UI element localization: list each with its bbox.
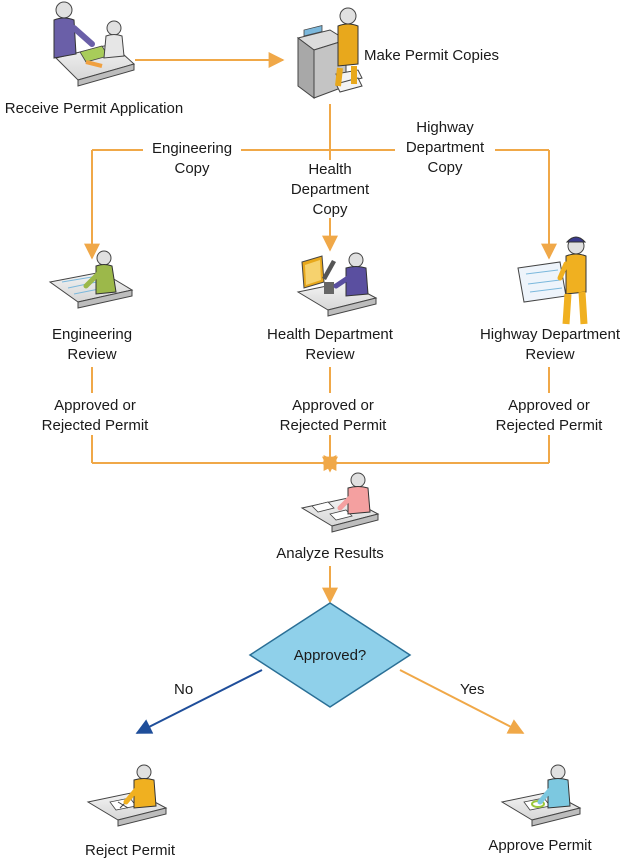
node-label-reject-permit: Reject Permit [84,842,176,859]
arrow-decision-no [135,669,263,734]
node-label-analyze-results: Analyze Results [276,545,384,562]
decision-diamond [248,602,412,708]
approve-desk-icon [500,764,582,827]
node-label-receive-permit-application: Receive Permit Application [4,100,184,117]
microscope-desk-icon [296,252,378,317]
analyst-desk-icon [300,472,380,533]
edge-label-no: No [174,681,194,698]
blueprint-worker-icon [517,236,588,325]
drafting-table-icon [48,250,134,309]
desk-meeting-icon [53,1,136,87]
arrow-decision-yes [399,669,525,734]
reject-desk-icon [86,764,168,827]
decision-label-approved: Approved? [293,647,367,664]
copier-icon [296,7,363,99]
node-label-make-permit-copies: Make Permit Copies [364,47,500,64]
edge-label-yes: Yes [460,681,485,698]
arrow-reviews-merge [91,367,550,473]
node-label-approve-permit: Approve Permit [488,837,592,854]
